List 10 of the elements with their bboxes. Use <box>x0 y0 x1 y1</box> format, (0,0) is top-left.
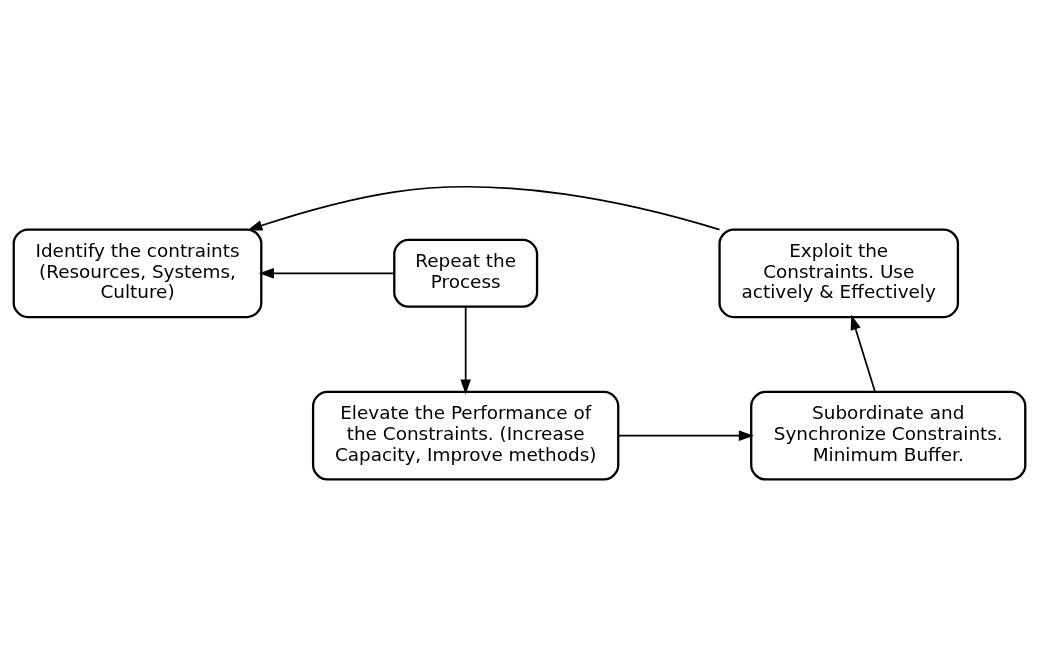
arrow <box>617 430 754 441</box>
node-box: Exploit the Constraints. Use actively & Effectively <box>718 228 960 319</box>
arrow <box>460 305 471 395</box>
node-box: Repeat the Process <box>393 238 539 308</box>
arrow <box>850 314 876 393</box>
node-box: Subordinate and Synchronize Constraints. Minimum Buffer. <box>750 390 1027 481</box>
node-box: Elevate the Performance of the Constraints. (Increase Capacity, Improve methods) <box>311 390 620 481</box>
arrow <box>258 268 395 279</box>
node-box: Identify the contraints (Resources, Systems, Culture) <box>12 228 263 319</box>
arrow <box>247 186 721 231</box>
